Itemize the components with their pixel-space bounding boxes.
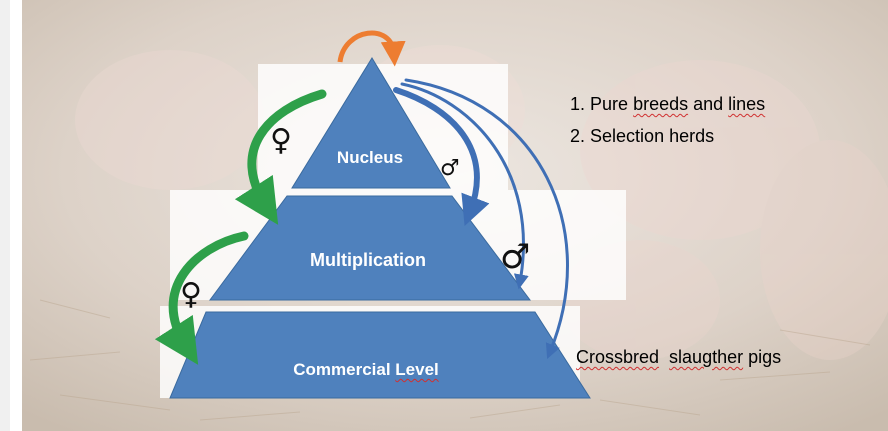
blue-arrow-medium bbox=[400, 82, 529, 290]
list-text-1a: Pure bbox=[590, 94, 634, 114]
list-number-1: 1. bbox=[570, 94, 586, 114]
female-symbol-lower-icon: ♀ bbox=[180, 277, 202, 312]
commercial-level-label: Commercial Level bbox=[293, 360, 439, 380]
list-item-1: 1. Pure breeds and lines bbox=[570, 94, 765, 115]
list-text-1b: breeds bbox=[633, 94, 689, 114]
multiplication-tier bbox=[209, 195, 531, 301]
male-symbol-icon: ♂ bbox=[440, 156, 460, 181]
list-text-1c: and bbox=[688, 94, 729, 114]
list-text-2: Selection herds bbox=[590, 126, 715, 146]
commercial-word: Commercial bbox=[293, 360, 396, 379]
list-item-2: 2. Selection herds bbox=[570, 126, 714, 147]
crossbred-slaughter-pigs-label: Crossbred slaugther pigs bbox=[576, 347, 781, 368]
nucleus-tier bbox=[291, 57, 451, 189]
output-spacer bbox=[659, 347, 669, 367]
commercial-tier bbox=[169, 311, 591, 399]
blue-arrow-long bbox=[404, 78, 569, 359]
male-symbol-large-icon: ♂ bbox=[500, 237, 531, 277]
list-text-1d: lines bbox=[728, 94, 766, 114]
list-number-2: 2. bbox=[570, 126, 586, 146]
output-word-3: pigs bbox=[743, 347, 782, 367]
straw-texture bbox=[29, 299, 871, 421]
blue-arrow-short bbox=[393, 87, 490, 226]
output-word-2: slaugther bbox=[669, 347, 744, 367]
nucleus-label: Nucleus bbox=[336, 148, 404, 167]
output-word-1: Crossbred bbox=[576, 347, 660, 367]
multiplication-label: Multiplication bbox=[310, 250, 426, 270]
green-arrow-lower bbox=[154, 231, 249, 365]
level-word: Level bbox=[395, 360, 439, 379]
left-margin-strip bbox=[0, 0, 10, 431]
green-arrow-upper bbox=[234, 89, 327, 225]
orange-loop-arrow bbox=[337, 30, 406, 67]
female-symbol-icon: ♀ bbox=[270, 123, 292, 158]
